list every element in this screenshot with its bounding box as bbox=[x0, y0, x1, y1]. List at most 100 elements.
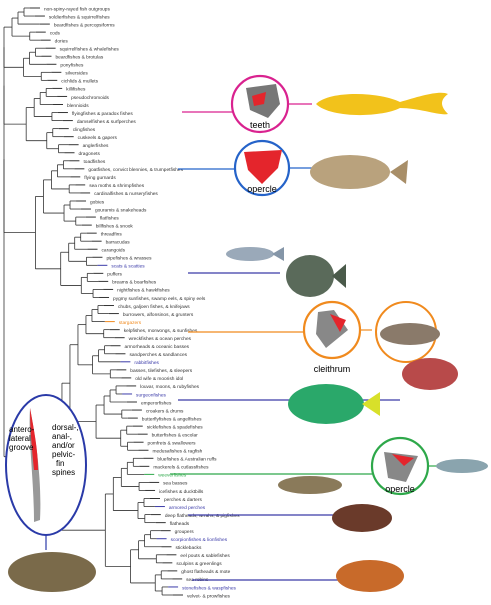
clade-labels: non-spiny-rayed fish outgroups soldierfis… bbox=[44, 6, 240, 599]
clade-label: sea basses bbox=[163, 481, 188, 487]
clade-label: soldierfishes & squirrelfishes bbox=[49, 14, 110, 20]
clade-label: nightfishes & hawkfishes bbox=[117, 288, 170, 294]
clade-label: gouramis & snakeheads bbox=[95, 207, 147, 213]
clade-label: non-spiny-rayed fish outgroups bbox=[44, 6, 110, 12]
rockfish-image bbox=[402, 358, 458, 390]
surgeonfish-image bbox=[288, 384, 364, 424]
clade-label: sculpins & greenlings bbox=[176, 561, 222, 567]
clade-label: medusafishes & ragfish bbox=[152, 449, 202, 455]
clade-label: scats & scatties bbox=[111, 264, 145, 270]
clade-label: velvet- & prowfishes bbox=[187, 593, 231, 599]
clade-label: pomfrets & swallowers bbox=[148, 441, 197, 447]
clade-label: puffers bbox=[107, 272, 122, 278]
clade-label: anglerfishes bbox=[83, 143, 109, 149]
clade-label: louvar, moons, & rubyfishes bbox=[140, 384, 200, 390]
clade-label: clingfishes bbox=[73, 127, 96, 133]
teeth-label: teeth bbox=[250, 120, 270, 130]
clade-label: ponyfishes bbox=[60, 63, 84, 69]
clade-label: eel pouts & sablefishes bbox=[180, 553, 230, 559]
clade-label: carangoids bbox=[102, 248, 126, 254]
clade-label: gobies bbox=[90, 199, 105, 205]
clade-label: ghost flatheads & mote bbox=[181, 569, 230, 575]
clade-label: icefishes & ducktbills bbox=[159, 489, 204, 495]
spine-groove-icon bbox=[30, 408, 38, 470]
clade-label: bluefishes & Australian ruffs bbox=[157, 457, 217, 463]
scorpionfish-image bbox=[336, 560, 404, 592]
cleithrum-highlight-icon bbox=[330, 314, 346, 332]
clade-label: toadfishes bbox=[83, 159, 105, 165]
groove-text-2: lateral bbox=[9, 434, 31, 443]
clade-label: armored perches bbox=[169, 505, 206, 511]
opercle-bottom-label: opercle bbox=[385, 484, 415, 494]
clade-label: kelpfishes, morwongs, & sunfishes bbox=[124, 328, 198, 334]
teeth-callout: teeth bbox=[182, 74, 448, 134]
spines-text-3: and/or bbox=[52, 441, 75, 450]
clade-label: rabbitfishes bbox=[134, 360, 159, 366]
surgeonfish-tail bbox=[362, 392, 380, 416]
spines-text-6: spines bbox=[52, 468, 75, 477]
opercle-bottom-callout: opercle bbox=[170, 436, 488, 496]
clade-label: perches & darters bbox=[164, 497, 202, 503]
clade-label: barracudas bbox=[106, 239, 131, 245]
clade-label: flatfishes bbox=[100, 215, 120, 221]
spine-ellipse bbox=[5, 394, 87, 536]
clade-label: sicklefishes & spadefishes bbox=[147, 424, 204, 430]
clade-label: beardfishes & percopsiforms bbox=[54, 22, 115, 28]
clade-label: beardfishes & brotulas bbox=[56, 55, 104, 61]
clade-label: burrowers, alfonsinos, & grunters bbox=[123, 312, 194, 318]
clade-label: killifishes bbox=[66, 87, 86, 93]
toadfish-image bbox=[310, 155, 390, 189]
weeverfish-image bbox=[436, 459, 488, 473]
clade-label: croakers & drums bbox=[146, 408, 184, 414]
opercle-top-callout: opercle bbox=[178, 139, 408, 197]
groove-text-3: groove bbox=[9, 443, 34, 452]
clade-label: butterflyfishes & angelfishes bbox=[142, 416, 202, 422]
clade-label: cods bbox=[50, 30, 61, 36]
clade-label: deep flatheads, wrrahs, & pigfishes bbox=[165, 513, 240, 519]
clade-label: goatfishes, convict blennies, & trumpetf… bbox=[88, 167, 183, 173]
carangoid-fish-tail bbox=[272, 247, 284, 261]
clade-label: sandperches & sandlances bbox=[129, 352, 187, 358]
stargazer-fish-image bbox=[380, 323, 440, 345]
clade-label: flying gurnards bbox=[84, 175, 116, 181]
spines-text-4: pelvic- bbox=[52, 450, 75, 459]
blennioid-fish-image bbox=[316, 92, 448, 116]
spines-text-5: fin bbox=[56, 459, 64, 468]
cleithrum-label: cleithrum bbox=[314, 364, 351, 374]
clade-label: pygmy sunfishes, swamp eels, & spiny eel… bbox=[113, 296, 206, 302]
clade-label: armorheads & oceanic basses bbox=[125, 344, 190, 350]
scat-fish-image bbox=[286, 255, 334, 297]
clade-label: cuskeels & gapers bbox=[78, 135, 118, 141]
groove-text-1: antero- bbox=[9, 425, 35, 434]
clade-label: squirrelfishes & whalefishes bbox=[60, 47, 120, 53]
weever-opercle-highlight-icon bbox=[392, 454, 414, 466]
clade-label: scorpionfishes & lionfishes bbox=[171, 537, 228, 543]
opercle-top-label: opercle bbox=[247, 184, 277, 194]
clade-label: sea moths & shrimpfishes bbox=[89, 183, 145, 189]
clade-label: threadfins bbox=[101, 231, 123, 237]
clade-label: wreckfishes & ocean perches bbox=[129, 336, 192, 342]
clade-label: dragonets bbox=[79, 151, 101, 157]
clade-label: old wife & moorish idol bbox=[135, 376, 183, 382]
clade-label: groupers bbox=[175, 529, 195, 535]
flathead-fish-image bbox=[278, 476, 342, 494]
clade-label: flatheads bbox=[170, 521, 190, 527]
clade-label: breams & boarfishes bbox=[112, 280, 157, 286]
clade-label: surgeonfishes bbox=[136, 392, 166, 398]
clade-label: sticklebacks bbox=[175, 545, 201, 551]
spines-text-2: anal-, bbox=[52, 432, 72, 441]
clade-label: stargazers bbox=[119, 320, 142, 326]
clade-label: pipefishes & wrasses bbox=[106, 256, 152, 262]
opercle-bone-icon bbox=[244, 150, 282, 184]
carangoid-fish-image bbox=[226, 247, 274, 261]
toadfish-tail bbox=[390, 160, 408, 184]
spines-callout: antero- lateral groove dorsal-, anal-, a… bbox=[5, 394, 96, 592]
teeth-highlight-icon bbox=[252, 92, 266, 106]
clade-label: emperorfishes bbox=[141, 400, 172, 406]
clade-label: damselfishes & surfperches bbox=[77, 119, 137, 125]
clade-label: pseudochromoids bbox=[71, 95, 109, 101]
clade-label: mackerels & cutlassfishes bbox=[153, 465, 209, 471]
clade-label: silversides bbox=[65, 71, 88, 77]
